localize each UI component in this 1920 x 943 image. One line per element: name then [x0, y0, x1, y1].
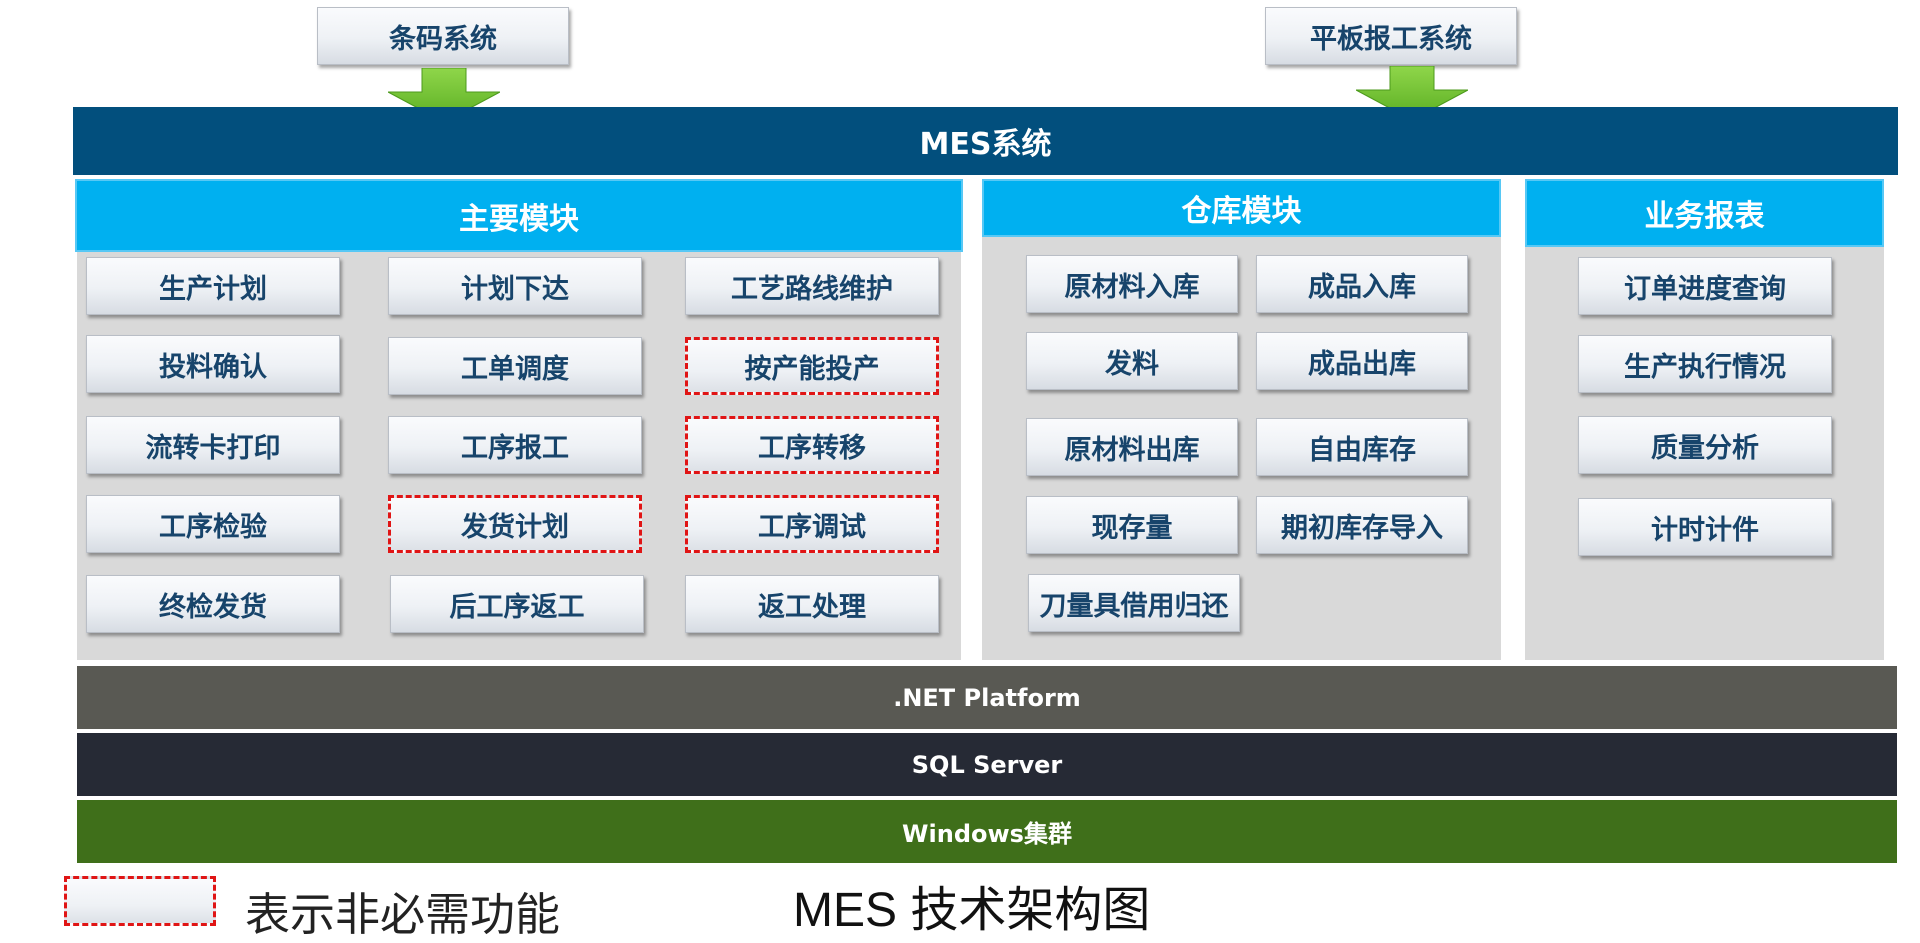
main-module-box-2: 计划下达 [388, 257, 642, 315]
main-module-box-11: 发货计划 [388, 495, 642, 553]
main-modules-header: 主要模块 [75, 179, 963, 252]
dotnet-platform-bar: .NET Platform [77, 666, 1897, 729]
main-module-box-15: 返工处理 [685, 575, 939, 633]
legend-text: 表示非必需功能 [245, 888, 561, 941]
report-box-4: 计时计件 [1578, 498, 1832, 556]
main-module-box-4: 投料确认 [86, 335, 340, 393]
down-arrow-icon [1356, 66, 1468, 121]
report-box-2: 生产执行情况 [1578, 335, 1832, 393]
barcode-system-box: 条码系统 [317, 7, 569, 65]
main-module-box-10: 工序检验 [86, 495, 340, 553]
main-module-box-8: 工序报工 [388, 416, 642, 474]
warehouse-module-box-8: 期初库存导入 [1256, 496, 1468, 554]
main-module-box-9: 工序转移 [685, 416, 939, 474]
diagram-caption: MES 技术架构图 [793, 884, 1151, 937]
main-module-box-12: 工序调试 [685, 495, 939, 553]
main-module-box-5: 工单调度 [388, 337, 642, 395]
main-module-box-6: 按产能投产 [685, 337, 939, 395]
reports-header: 业务报表 [1525, 179, 1884, 247]
warehouse-module-box-6: 自由库存 [1256, 418, 1468, 476]
warehouse-module-box-7: 现存量 [1026, 496, 1238, 554]
main-module-box-7: 流转卡打印 [86, 416, 340, 474]
warehouse-module-box-4: 成品出库 [1256, 332, 1468, 390]
main-module-box-1: 生产计划 [86, 257, 340, 315]
main-module-box-14: 后工序返工 [390, 575, 644, 633]
warehouse-module-box-5: 原材料出库 [1026, 418, 1238, 476]
tablet-report-system-box: 平板报工系统 [1265, 7, 1517, 65]
main-module-box-3: 工艺路线维护 [685, 257, 939, 315]
warehouse-module-box-3: 发料 [1026, 332, 1238, 390]
report-box-3: 质量分析 [1578, 416, 1832, 474]
main-module-box-13: 终检发货 [86, 575, 340, 633]
windows-cluster-bar: Windows集群 [77, 800, 1897, 863]
warehouse-module-box-2: 成品入库 [1256, 255, 1468, 313]
mes-system-bar: MES系统 [73, 107, 1898, 175]
sql-server-bar: SQL Server [77, 733, 1897, 796]
warehouse-modules-header: 仓库模块 [982, 179, 1501, 237]
legend-dashed-box [64, 876, 216, 926]
warehouse-module-box-1: 原材料入库 [1026, 255, 1238, 313]
report-box-1: 订单进度查询 [1578, 257, 1832, 315]
warehouse-module-box-9: 刀量具借用归还 [1028, 574, 1240, 632]
